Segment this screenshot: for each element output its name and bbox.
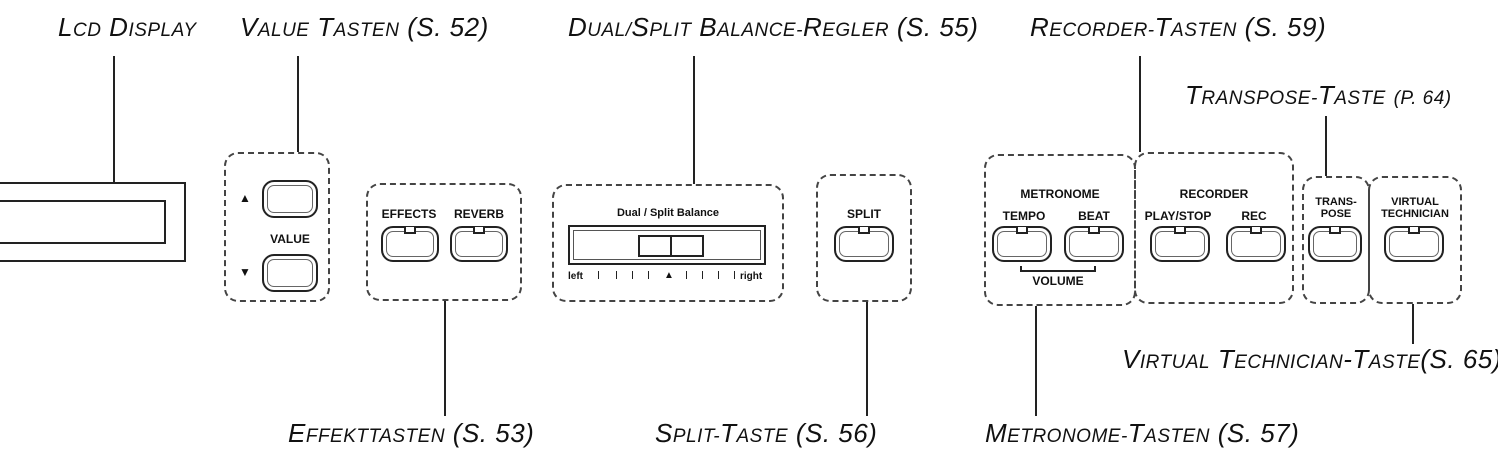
callout-metronome-tasten: METRONOME-TASTEN (S. 57) bbox=[985, 418, 1300, 448]
callout-recorder-tasten: RECORDER-TASTEN (S. 59) bbox=[1030, 12, 1327, 42]
down-arrow-icon: ▼ bbox=[239, 265, 251, 279]
balance-knob-left[interactable] bbox=[638, 235, 672, 257]
lcd-screen bbox=[0, 200, 166, 244]
tempo-button[interactable] bbox=[992, 226, 1052, 262]
balance-group bbox=[552, 184, 784, 302]
leader-dual-split bbox=[693, 56, 695, 184]
virtual-technician-group bbox=[1368, 176, 1462, 304]
callout-effekttasten: EFFEKTTASTEN (S. 53) bbox=[288, 418, 535, 448]
virtual-label-1: VIRTUAL bbox=[1391, 196, 1439, 208]
playstop-label: PLAY/STOP bbox=[1144, 209, 1212, 223]
split-button[interactable] bbox=[834, 226, 894, 262]
virtual-technician-led-icon bbox=[1408, 227, 1420, 234]
recorder-group bbox=[1134, 152, 1294, 304]
split-led-icon bbox=[858, 227, 870, 234]
balance-tick-scale bbox=[598, 271, 738, 281]
play-stop-led-icon bbox=[1174, 227, 1186, 234]
leader-value bbox=[297, 56, 299, 152]
virtual-technician-button[interactable] bbox=[1384, 226, 1444, 262]
volume-label: VOLUME bbox=[1032, 274, 1084, 288]
metronome-label: METRONOME bbox=[1020, 187, 1100, 201]
tempo-led-icon bbox=[1016, 227, 1028, 234]
beat-button[interactable] bbox=[1064, 226, 1124, 262]
split-group bbox=[816, 174, 912, 302]
callout-transpose-taste: TRANSPOSE-TASTE (P. 64) bbox=[1185, 80, 1452, 110]
reverb-led-icon bbox=[473, 227, 485, 234]
effects-led-icon bbox=[404, 227, 416, 234]
rec-label: REC bbox=[1241, 209, 1267, 223]
leader-virtual bbox=[1412, 304, 1414, 344]
balance-right-label: right bbox=[740, 271, 763, 282]
rec-button[interactable] bbox=[1226, 226, 1286, 262]
beat-led-icon bbox=[1088, 227, 1100, 234]
split-label: SPLIT bbox=[846, 207, 881, 221]
effects-label: EFFECTS bbox=[381, 207, 437, 221]
callout-lcd-display: LCD DISPLAY bbox=[58, 12, 197, 42]
virtual-label-2: TECHNICIAN bbox=[1381, 208, 1449, 220]
transpose-button[interactable] bbox=[1308, 226, 1362, 262]
transpose-label-1: TRANS- bbox=[1315, 196, 1357, 208]
leader-lcd bbox=[113, 56, 115, 182]
transpose-label-2: POSE bbox=[1320, 208, 1352, 220]
balance-knob-right[interactable] bbox=[670, 235, 704, 257]
callout-split-taste: SPLIT-TASTE (S. 56) bbox=[655, 418, 878, 448]
up-arrow-icon: ▲ bbox=[239, 191, 251, 205]
callout-virtual-technician: VIRTUAL TECHNICIAN-TASTE(S. 65) bbox=[1122, 344, 1498, 374]
balance-center-marker-icon: ▲ bbox=[664, 270, 674, 281]
balance-left-label: left bbox=[568, 271, 583, 282]
lcd-display bbox=[0, 182, 186, 262]
beat-label: BEAT bbox=[1078, 209, 1110, 223]
leader-effekt bbox=[444, 300, 446, 416]
reverb-label: REVERB bbox=[453, 207, 504, 221]
play-stop-button[interactable] bbox=[1150, 226, 1210, 262]
callout-dual-split-balance: DUAL/SPLIT BALANCE-REGLER (S. 55) bbox=[568, 12, 979, 42]
leader-metronome bbox=[1035, 306, 1037, 416]
volume-bracket bbox=[1020, 266, 1096, 272]
value-group bbox=[224, 152, 330, 302]
tempo-label: TEMPO bbox=[1002, 209, 1046, 223]
effects-button[interactable] bbox=[381, 226, 439, 262]
value-up-button[interactable] bbox=[262, 180, 318, 218]
value-down-button[interactable] bbox=[262, 254, 318, 292]
recorder-label: RECORDER bbox=[1179, 187, 1249, 201]
callout-value-tasten: VALUE TASTEN (S. 52) bbox=[240, 12, 489, 42]
balance-title: Dual / Split Balance bbox=[616, 207, 720, 219]
transpose-led-icon bbox=[1329, 227, 1341, 234]
leader-transpose bbox=[1325, 116, 1327, 176]
value-label: VALUE bbox=[270, 232, 310, 246]
effects-group bbox=[366, 183, 522, 301]
balance-slider[interactable] bbox=[568, 225, 766, 265]
leader-split bbox=[866, 300, 868, 416]
leader-recorder bbox=[1139, 56, 1141, 152]
rec-led-icon bbox=[1250, 227, 1262, 234]
reverb-button[interactable] bbox=[450, 226, 508, 262]
